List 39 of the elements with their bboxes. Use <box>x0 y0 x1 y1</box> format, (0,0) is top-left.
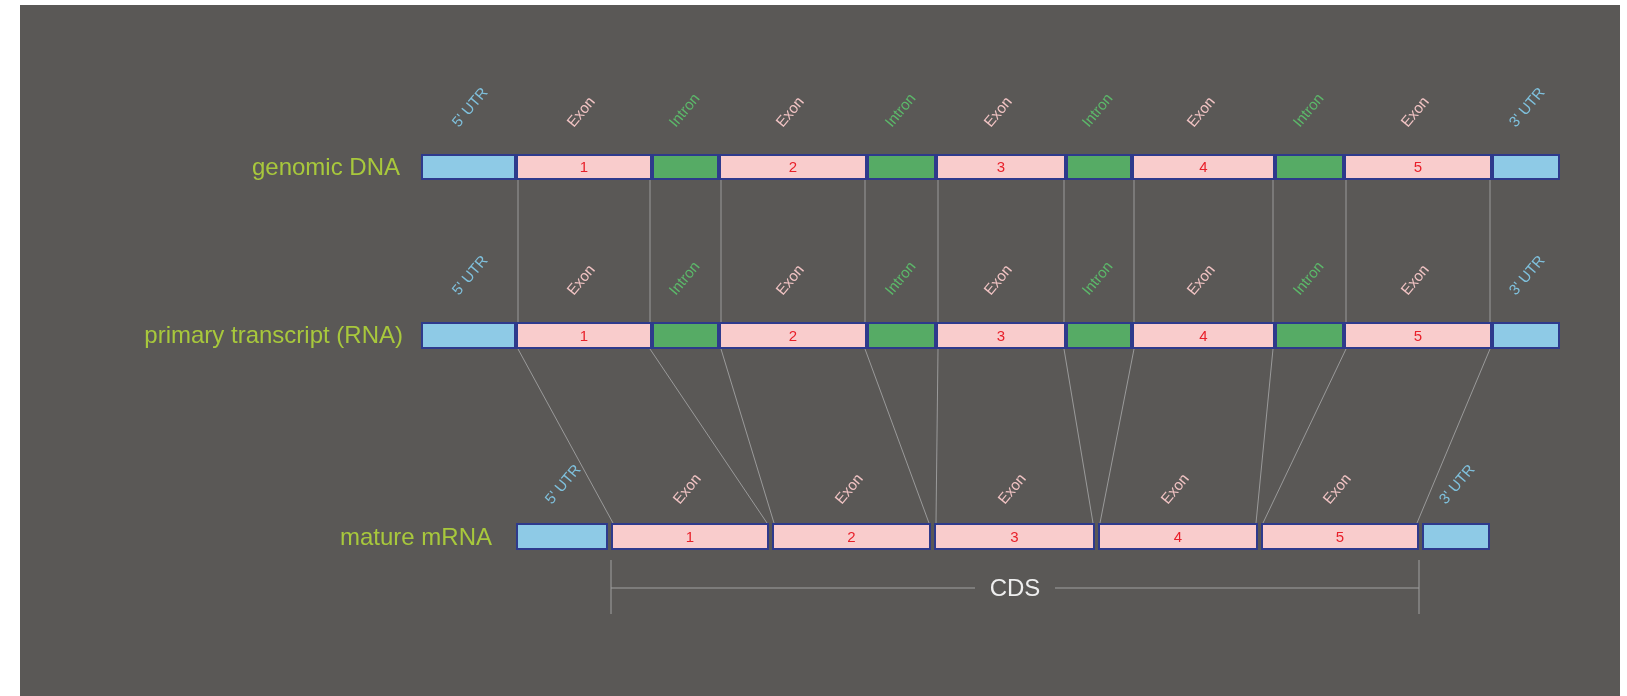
exon-number: 4 <box>1199 327 1208 344</box>
mapping-line <box>1133 179 1135 323</box>
exon-number: 5 <box>1413 159 1423 175</box>
mapping-line <box>517 348 614 524</box>
mapping-line <box>1416 348 1491 524</box>
mapping-line <box>937 179 939 323</box>
mapping-line <box>720 348 775 524</box>
mapping-line <box>1063 179 1065 323</box>
mapping-line <box>720 179 722 323</box>
exon-number: 2 <box>847 528 856 545</box>
exon-number: 2 <box>788 327 798 344</box>
exon-number: 3 <box>1010 528 1019 545</box>
mapping-line <box>1099 348 1135 524</box>
mapping-line <box>1255 348 1274 524</box>
exon-number: 5 <box>1335 528 1345 545</box>
mapping-line <box>1262 348 1347 524</box>
mapping-line <box>517 179 519 323</box>
mapping-line <box>1063 348 1094 524</box>
exon-number: 1 <box>579 159 589 175</box>
exon-number: 4 <box>1173 528 1183 545</box>
mapping-line <box>649 179 651 323</box>
exon-number: 3 <box>996 159 1006 175</box>
mapping-line <box>649 348 768 524</box>
mapping-line <box>1489 179 1491 323</box>
mapping-line <box>864 179 866 323</box>
exon-number: 5 <box>1413 327 1423 344</box>
exon-number: 2 <box>788 159 798 175</box>
exon-number: 1 <box>579 327 589 344</box>
row-label: mature mRNA <box>339 523 492 551</box>
mapping-line <box>864 348 930 524</box>
mapping-line <box>1345 179 1347 323</box>
mapping-line <box>935 348 939 524</box>
exon-number: 4 <box>1199 159 1208 175</box>
row-label: primary transcript (RNA) <box>144 321 403 349</box>
exon-number: 3 <box>996 327 1006 344</box>
row-label: genomic DNA <box>251 153 400 181</box>
exon-number: 1 <box>685 528 695 545</box>
mapping-line <box>1272 179 1274 323</box>
cds-label: CDS <box>989 574 1041 602</box>
